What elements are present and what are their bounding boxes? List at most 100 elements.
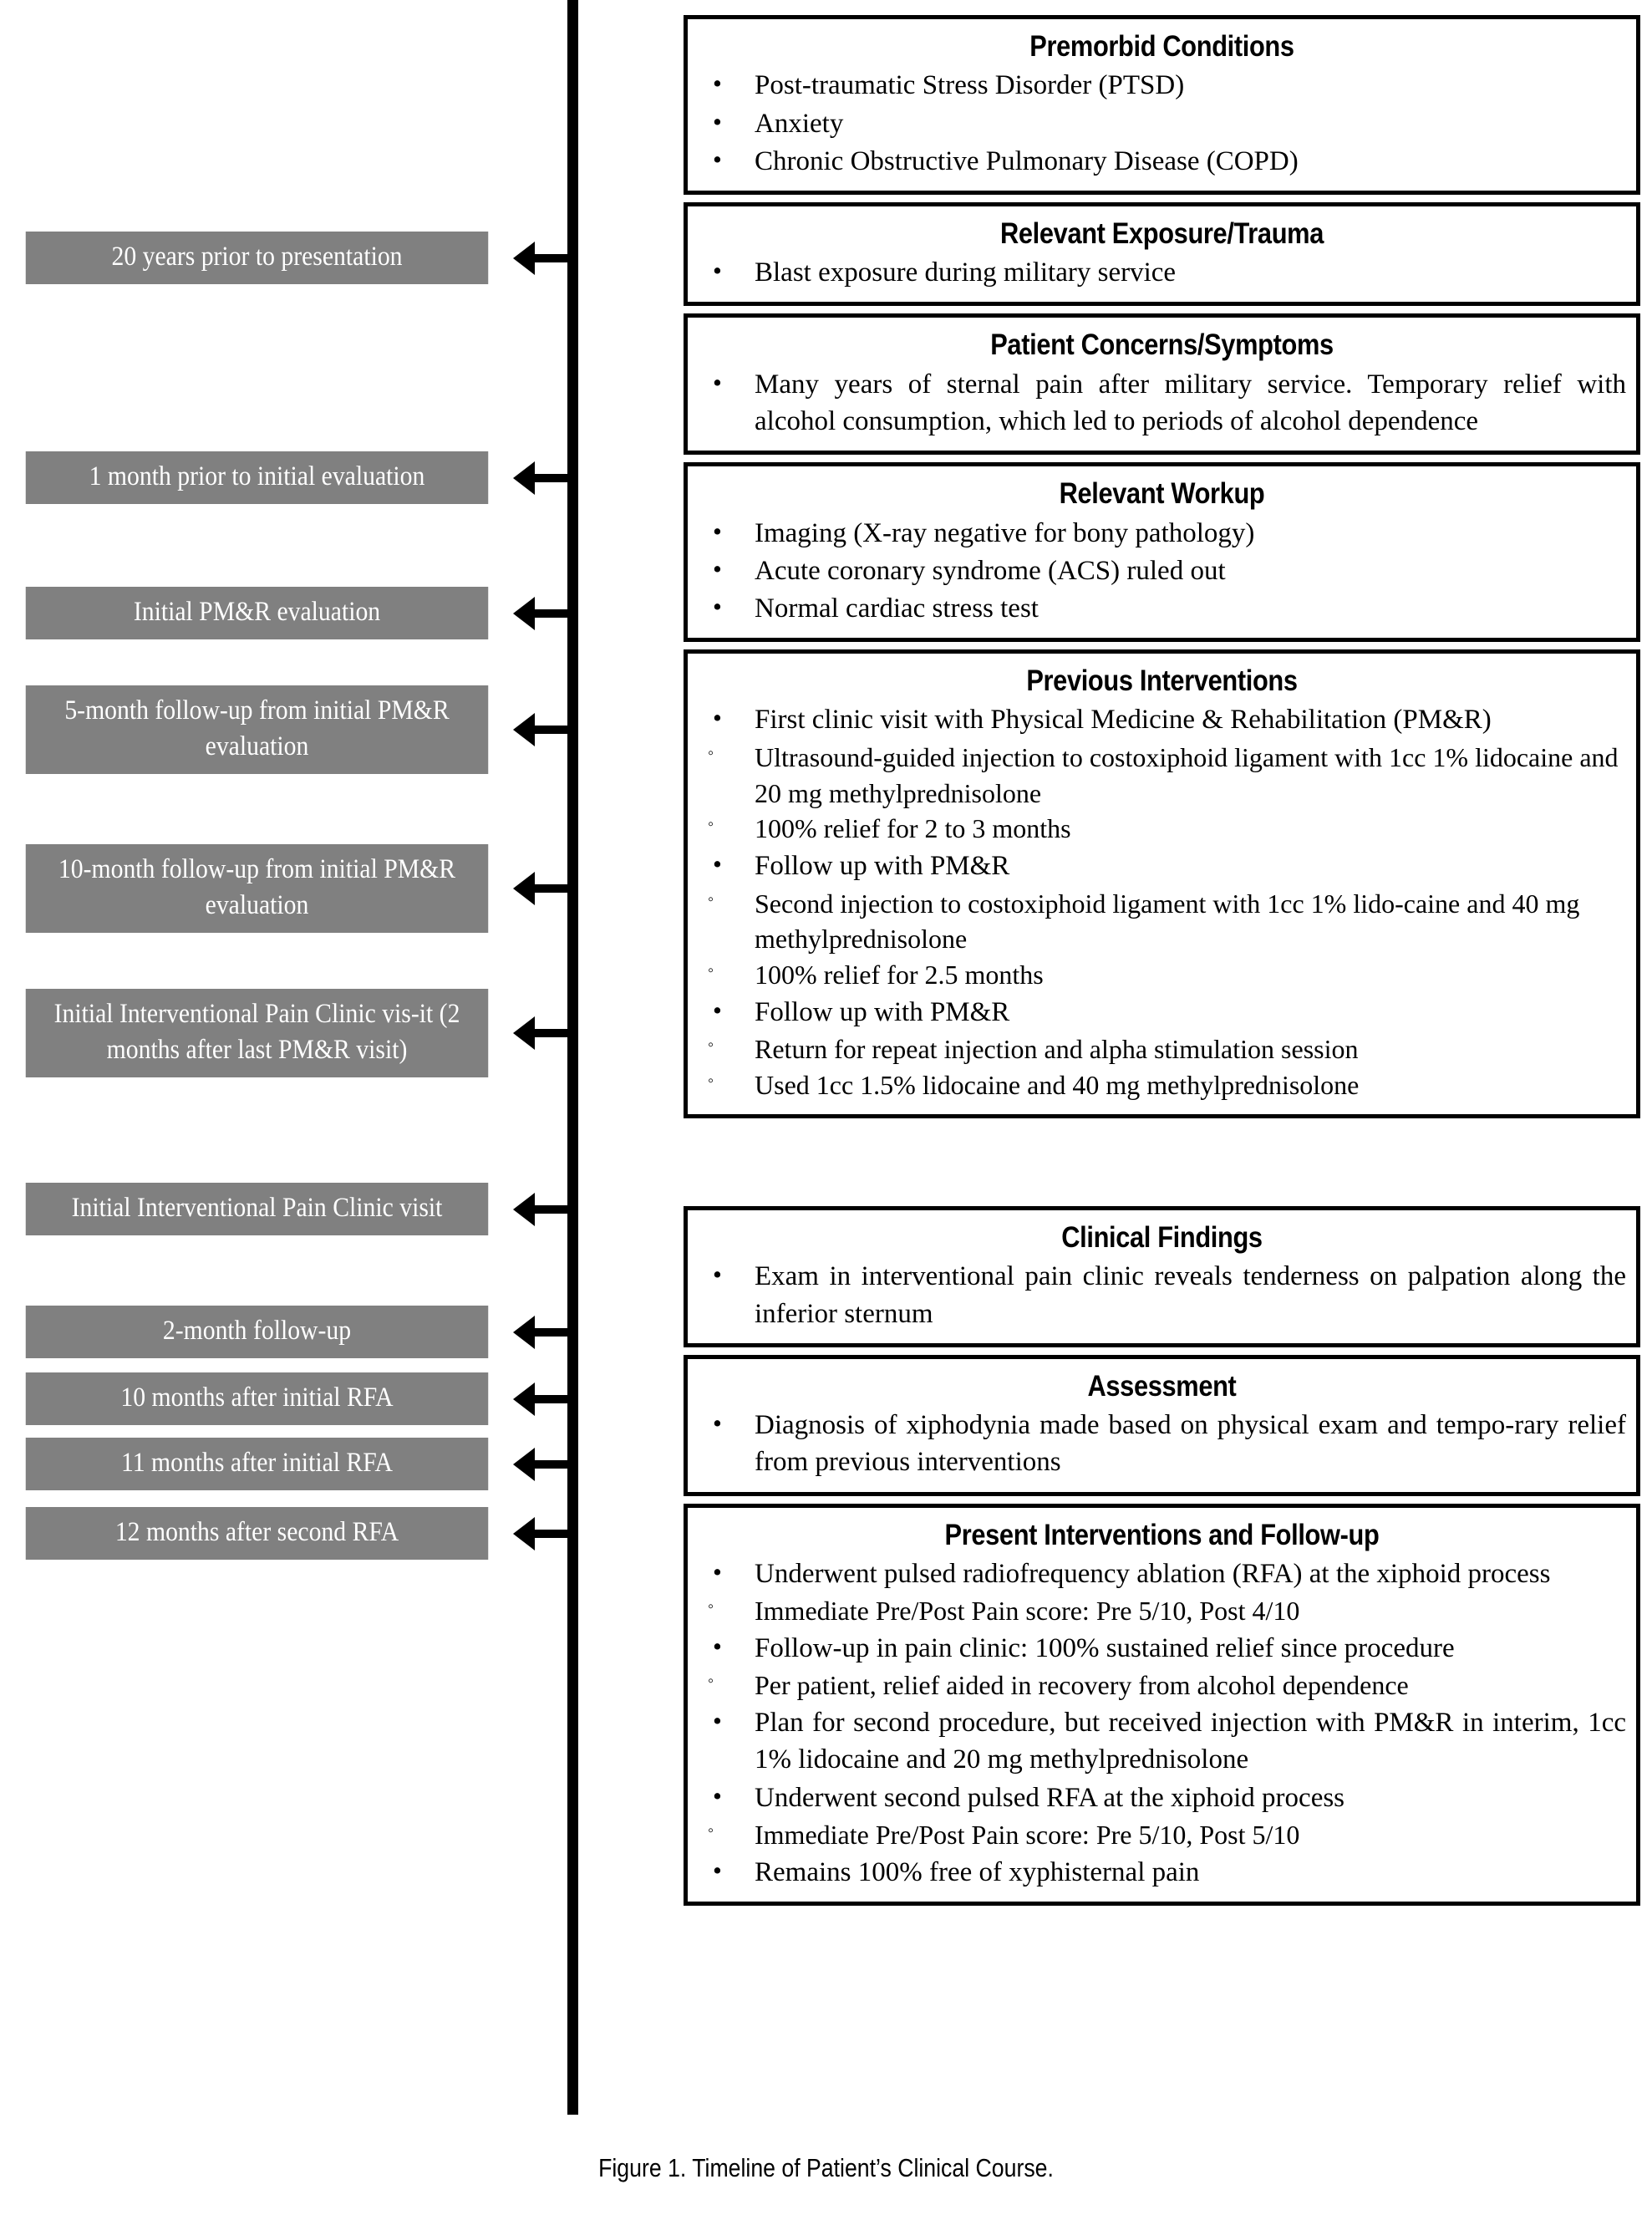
bullet-dot-icon: • bbox=[713, 849, 722, 879]
timeline-label-10-months-after-initial-rfa: 10 months after initial RFA bbox=[25, 1372, 489, 1425]
sub-bullet-circle-icon: ◦ bbox=[708, 1672, 714, 1691]
bullet-dot-icon: • bbox=[713, 1631, 722, 1661]
card-spacer bbox=[684, 1126, 1640, 1206]
sub-bullet-container: ◦ Immediate Pre/Post Pain score: Pre 5/10… bbox=[698, 1817, 1626, 1853]
bullet-text: Imaging (X-ray negative for bony patholo… bbox=[755, 517, 1255, 548]
timeline-label-initial-pmr-evaluation: Initial PM&R evaluation bbox=[25, 587, 489, 639]
bullet-list: • Imaging (X-ray negative for bony pathol… bbox=[698, 515, 1626, 628]
bullet-dot-icon: • bbox=[713, 69, 722, 99]
card-previous-interventions: Previous Interventions•First clinic visi… bbox=[684, 649, 1640, 1119]
timeline-label-initial-ip-clinic-visit: Initial Interventional Pain Clinic visit bbox=[25, 1183, 489, 1235]
timeline-entry-20-years-prior[interactable]: 20 years prior to presentation bbox=[0, 232, 573, 284]
timeline-arrow-icon bbox=[510, 1441, 573, 1488]
card-title-relevant-exposure-trauma: Relevant Exposure/Trauma bbox=[1000, 216, 1324, 250]
bullet-dot-icon: • bbox=[713, 591, 722, 621]
card-relevant-exposure-trauma: Relevant Exposure/Trauma •Blast exposure … bbox=[684, 201, 1640, 307]
card-title-relevant-workup: Relevant Workup bbox=[1059, 477, 1265, 511]
bullet-dot-icon: • bbox=[713, 106, 722, 136]
timeline-arrow-icon bbox=[510, 455, 573, 502]
card-title-clinical-findings: Clinical Findings bbox=[1061, 1221, 1263, 1255]
sub-bullet-text: Immediate Pre/Post Pain score: Pre 5/10,… bbox=[755, 1819, 1300, 1850]
sub-bullet-circle-icon: ◦ bbox=[708, 1597, 714, 1617]
bullet-dot-icon: • bbox=[713, 1780, 722, 1810]
sub-bullet-item: ◦Ultrasound-guided injection to costoxip… bbox=[698, 740, 1626, 812]
sub-bullet-item: ◦ Used 1cc 1.5% lidocaine and 40 mg methy… bbox=[698, 1067, 1626, 1103]
bullet-item: •Exam in interventional pain clinic reve… bbox=[698, 1258, 1626, 1331]
card-present-interventions-and-followup: Present Interventions and Follow-up•Unde… bbox=[684, 1503, 1640, 1906]
timeline-label-11-months-after-initial-rfa: 11 months after initial RFA bbox=[25, 1438, 489, 1490]
sub-bullet-text: Used 1cc 1.5% lidocaine and 40 mg methyl… bbox=[755, 1070, 1360, 1101]
bullet-text: Blast exposure during military service bbox=[755, 257, 1177, 288]
timeline-label-20-years-prior: 20 years prior to presentation bbox=[25, 232, 489, 284]
bullet-text: Underwent second pulsed RFA at the xipho… bbox=[755, 1782, 1345, 1813]
sub-bullet-circle-icon: ◦ bbox=[708, 815, 714, 834]
timeline-entry-11-months-after-initial-rfa[interactable]: 11 months after initial RFA bbox=[0, 1438, 573, 1490]
sub-bullet-list: ◦ Return for repeat injection and alpha s… bbox=[698, 1031, 1626, 1103]
sub-bullet-list: ◦Per patient, relief aided in recovery f… bbox=[698, 1668, 1626, 1703]
bullet-list: •Many years of sternal pain after milita… bbox=[698, 366, 1626, 440]
bullet-list: •Underwent pulsed radiofrequency ablatio… bbox=[698, 1556, 1626, 1891]
bullet-text: Post-traumatic Stress Disorder (PTSD) bbox=[755, 70, 1185, 101]
timeline-arrow-icon bbox=[510, 590, 573, 637]
bullet-item: •Diagnosis of xiphodynia made based on p… bbox=[698, 1407, 1626, 1480]
bullet-item: •Follow-up in pain clinic: 100% sustaine… bbox=[698, 1630, 1626, 1667]
sub-bullet-container: ◦ Ultrasound-guided injection to costoxip… bbox=[698, 740, 1626, 848]
bullet-dot-icon: • bbox=[713, 516, 722, 546]
sub-bullet-list: ◦ Ultrasound-guided injection to costoxip… bbox=[698, 740, 1626, 848]
sub-bullet-circle-icon: ◦ bbox=[708, 1072, 714, 1091]
sub-bullet-item: ◦ 100% relief for 2 to 3 months bbox=[698, 811, 1626, 847]
sub-bullet-circle-icon: ◦ bbox=[708, 961, 714, 980]
timeline-label-initial-ip-clinic-visit-2-months: Initial Interventional Pain Clinic vis-i… bbox=[25, 989, 489, 1077]
card-relevant-workup: Relevant Workup • Imaging (X-ray negative … bbox=[684, 462, 1640, 643]
sub-bullet-item: ◦Return for repeat injection and alpha s… bbox=[698, 1031, 1626, 1067]
bullet-item: •Many years of sternal pain after milita… bbox=[698, 366, 1626, 440]
sub-bullet-list: ◦ Immediate Pre/Post Pain score: Pre 5/10… bbox=[698, 1817, 1626, 1853]
bullet-text: Diagnosis of xiphodynia made based on ph… bbox=[755, 1410, 1626, 1478]
bullet-item: • Anxiety bbox=[698, 105, 1626, 142]
timeline-label-5-month-followup: 5-month follow-up from initial PM&R eval… bbox=[25, 685, 489, 774]
sub-bullet-text: Ultrasound-guided injection to costoxiph… bbox=[755, 741, 1619, 808]
timeline-arrow-icon bbox=[510, 235, 573, 282]
figure-caption: Figure 1. Timeline of Patient’s Clinical… bbox=[598, 2153, 1054, 2182]
timeline-entry-5-month-followup[interactable]: 5-month follow-up from initial PM&R eval… bbox=[0, 685, 573, 774]
sub-bullet-text: 100% relief for 2 to 3 months bbox=[755, 813, 1071, 844]
sub-bullet-text: 100% relief for 2.5 months bbox=[755, 960, 1044, 990]
timeline-entry-10-month-followup[interactable]: 10-month follow-up from initial PM&R eva… bbox=[0, 844, 573, 933]
timeline-entry-2-month-followup[interactable]: 2-month follow-up bbox=[0, 1306, 573, 1358]
sub-bullet-container: ◦ Return for repeat injection and alpha s… bbox=[698, 1031, 1626, 1103]
bullet-item: • Underwent second pulsed RFA at the xiph… bbox=[698, 1780, 1626, 1816]
card-patient-concerns-symptoms: Patient Concerns/Symptoms •Many years of … bbox=[684, 313, 1640, 456]
timeline-label-2-month-followup: 2-month follow-up bbox=[25, 1306, 489, 1358]
clinical-cards-column: Premorbid Conditions • Post-traumatic Stre… bbox=[684, 15, 1640, 1913]
bullet-dot-icon: • bbox=[713, 1855, 722, 1885]
sub-bullet-text: Return for repeat injection and alpha st… bbox=[755, 1034, 1359, 1065]
timeline-entry-10-months-after-initial-rfa[interactable]: 10 months after initial RFA bbox=[0, 1372, 573, 1425]
bullet-text: Anxiety bbox=[755, 108, 844, 139]
card-title-premorbid-conditions: Premorbid Conditions bbox=[1029, 30, 1294, 63]
sub-bullet-text: Second injection to costoxiphoid ligamen… bbox=[755, 888, 1580, 955]
bullet-list: •Blast exposure during military service bbox=[698, 254, 1626, 291]
card-title-patient-concerns-symptoms: Patient Concerns/Symptoms bbox=[990, 328, 1334, 362]
timeline-arrow-icon bbox=[510, 1010, 573, 1057]
bullet-item: •Follow up with PM&R bbox=[698, 994, 1626, 1031]
bullet-item: •Chronic Obstructive Pulmonary Disease (… bbox=[698, 143, 1626, 180]
timeline-arrow-icon bbox=[510, 1186, 573, 1233]
bullet-text: Plan for second procedure, but received … bbox=[755, 1708, 1626, 1775]
card-assessment: Assessment•Diagnosis of xiphodynia made … bbox=[684, 1354, 1640, 1496]
timeline-entry-12-months-after-second-rfa[interactable]: 12 months after second RFA bbox=[0, 1507, 573, 1560]
bullet-item: • Normal cardiac stress test bbox=[698, 590, 1626, 627]
timeline-entry-1-month-prior[interactable]: 1 month prior to initial evaluation bbox=[0, 451, 573, 504]
bullet-text: Acute coronary syndrome (ACS) ruled out bbox=[755, 555, 1226, 586]
bullet-item: •Remains 100% free of xyphisternal pain bbox=[698, 1854, 1626, 1891]
bullet-list: •First clinic visit with Physical Medici… bbox=[698, 701, 1626, 1103]
bullet-dot-icon: • bbox=[713, 703, 722, 733]
timeline-label-column: 20 years prior to presentation 1 month pr… bbox=[0, 0, 573, 2115]
timeline-arrow-icon bbox=[510, 1376, 573, 1423]
bullet-item: • Imaging (X-ray negative for bony pathol… bbox=[698, 515, 1626, 552]
timeline-entry-initial-ip-clinic-visit-2-months[interactable]: Initial Interventional Pain Clinic vis-i… bbox=[0, 989, 573, 1077]
bullet-item: •First clinic visit with Physical Medici… bbox=[698, 701, 1626, 738]
timeline-entry-initial-ip-clinic-visit[interactable]: Initial Interventional Pain Clinic visit bbox=[0, 1183, 573, 1235]
bullet-text: Normal cardiac stress test bbox=[755, 593, 1039, 624]
timeline-entry-initial-pmr-evaluation[interactable]: Initial PM&R evaluation bbox=[0, 587, 573, 639]
sub-bullet-circle-icon: ◦ bbox=[708, 1820, 714, 1840]
